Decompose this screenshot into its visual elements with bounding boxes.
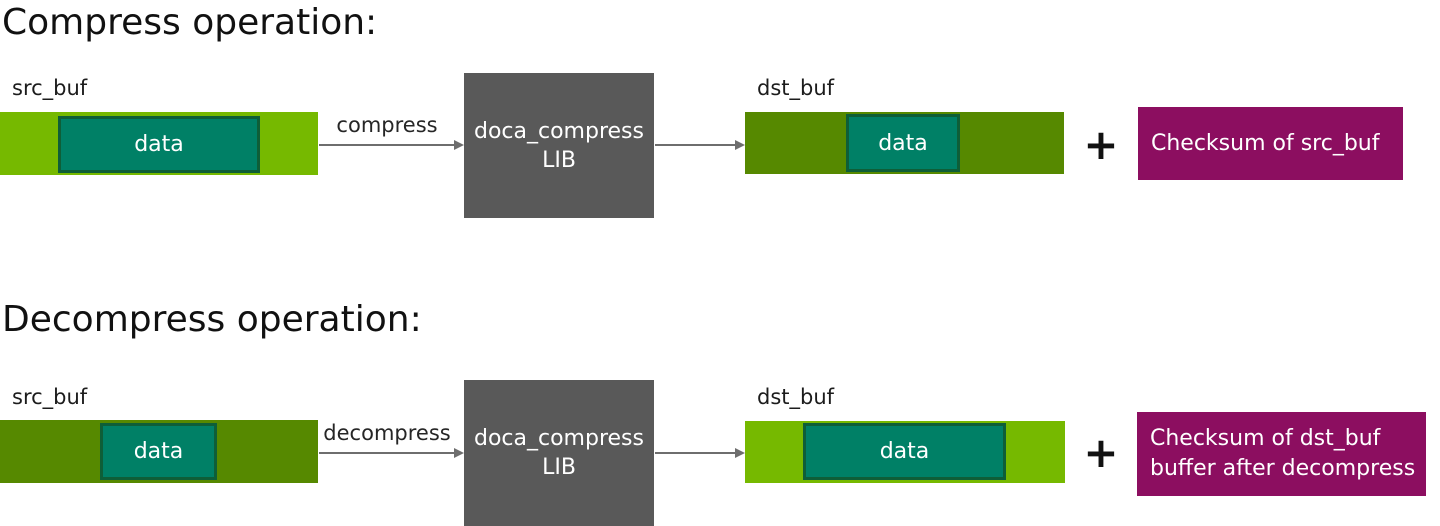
lib-box-line2: LIB xyxy=(542,147,576,173)
lib-box-line2: LIB xyxy=(542,455,576,480)
compress-arrow-line xyxy=(319,144,455,146)
src-data-label: data xyxy=(133,439,184,464)
checksum-line1: Checksum of dst_buf xyxy=(1150,426,1381,451)
decompress-section-title: Decompress operation: xyxy=(2,299,422,340)
lib-box-line1: doca_compress xyxy=(474,426,644,451)
src-data-block: data xyxy=(100,423,217,480)
src-data-label: data xyxy=(134,132,184,157)
doca-compress-lib-box: doca_compress LIB xyxy=(464,73,654,218)
lib-box-line1: doca_compress xyxy=(474,118,644,144)
checksum-line1: Checksum of src_buf xyxy=(1151,130,1380,156)
compress-operation-label: compress xyxy=(336,113,438,137)
dst-buf-label: dst_buf xyxy=(757,385,835,409)
checksum-line2: buffer after decompress xyxy=(1150,456,1416,481)
plus-sign: + xyxy=(1083,428,1119,477)
decompress-arrow-line xyxy=(319,452,455,454)
checksum-box: Checksum of src_buf xyxy=(1138,107,1403,180)
src-buf-label: src_buf xyxy=(12,76,88,100)
dst-data-block: data xyxy=(846,114,960,172)
dst-buf-label: dst_buf xyxy=(757,76,835,100)
compress-section-title: Compress operation: xyxy=(2,2,378,43)
dst-data-block: data xyxy=(803,423,1006,480)
checksum-box: Checksum of dst_buf buffer after decompr… xyxy=(1137,412,1426,496)
doca-compress-lib-box: doca_compress LIB xyxy=(464,380,654,526)
decompress-operation-label: decompress xyxy=(323,421,451,445)
decompress-arrow-head-icon xyxy=(454,448,464,458)
dst-data-label: data xyxy=(879,439,930,464)
compress-arrow-head-icon xyxy=(454,140,464,150)
output-arrow-line xyxy=(655,452,736,454)
src-buf-label: src_buf xyxy=(12,385,88,409)
output-arrow-head-icon xyxy=(735,140,745,150)
src-data-block: data xyxy=(58,116,260,173)
plus-sign: + xyxy=(1083,120,1119,169)
dst-data-label: data xyxy=(878,130,928,156)
output-arrow-head-icon xyxy=(735,448,745,458)
output-arrow-line xyxy=(655,144,736,146)
